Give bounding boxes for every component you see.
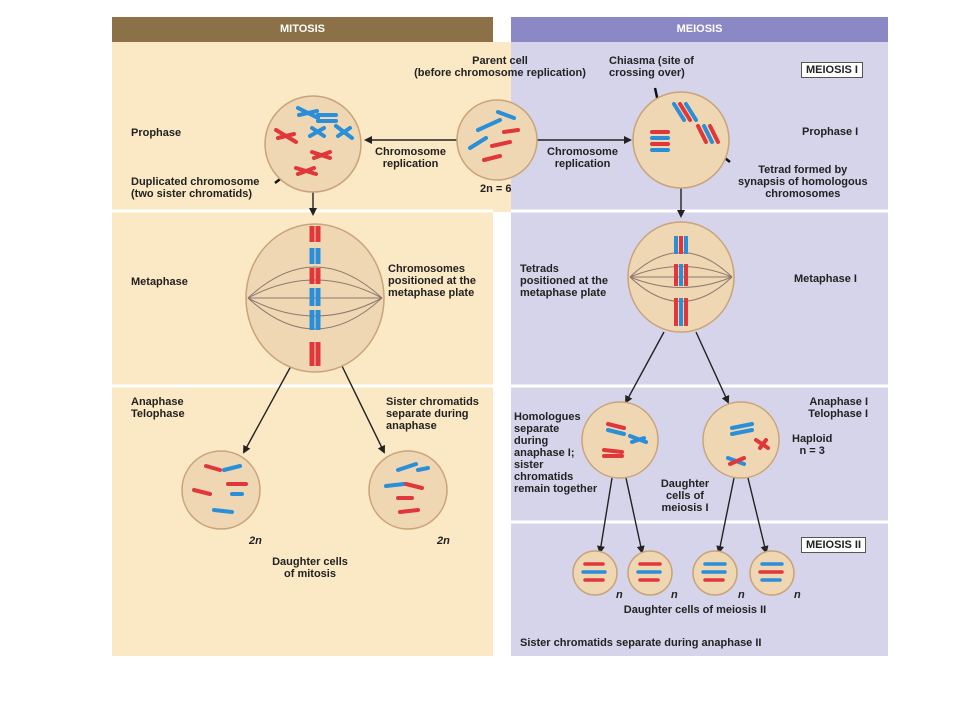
meiosis-header-bar bbox=[511, 17, 888, 42]
meiosis-metaphase-note: Tetrads positioned at the metaphase plat… bbox=[520, 263, 608, 299]
mitosis-daughters-label: Daughter cells of mitosis bbox=[272, 556, 348, 580]
mitosis-ploidy-right: 2n bbox=[437, 535, 450, 547]
meiosis-metaphase-cell bbox=[627, 221, 735, 333]
meiosis2-cell-2 bbox=[627, 550, 673, 596]
mitosis-prophase-label: Prophase bbox=[131, 127, 182, 139]
meiosis1-daughters-label: Daughter cells of meiosis I bbox=[660, 478, 710, 514]
meiosis2-n-label-1: n bbox=[616, 589, 623, 601]
meiosis1-daughter-cell-left bbox=[581, 401, 659, 479]
mitosis-header: MITOSIS bbox=[279, 23, 326, 35]
sister-chromatids-note: Sister chromatids separate during anapha… bbox=[520, 637, 762, 649]
meiosis2-cell-3 bbox=[692, 550, 738, 596]
meiosis2-cell-1 bbox=[572, 550, 618, 596]
replication-right-label: Chromosome replication bbox=[547, 146, 618, 170]
mitosis-header-bar bbox=[112, 17, 493, 42]
meiosis2-daughters-label: Daughter cells of meiosis II bbox=[623, 604, 767, 616]
mitosis-ploidy-left: 2n bbox=[249, 535, 262, 547]
meiosis2-n-label-2: n bbox=[671, 589, 678, 601]
flow-arrows bbox=[243, 136, 769, 554]
meiosis1-daughter-cell-right bbox=[702, 401, 780, 479]
mitosis-anaphase-note: Sister chromatids separate during anapha… bbox=[386, 396, 479, 432]
meiosis-2-tag: MEIOSIS II bbox=[801, 537, 867, 553]
meiosis-prophase-cell bbox=[632, 91, 730, 189]
parent-cell bbox=[456, 99, 538, 181]
meiosis-prophase-label: Prophase I bbox=[802, 126, 859, 138]
mitosis-anaphase-label: Anaphase Telophase bbox=[131, 396, 185, 420]
mitosis-metaphase-label: Metaphase bbox=[131, 276, 188, 288]
mitosis-daughter-cell-left bbox=[181, 450, 261, 530]
mitosis-prophase-cell bbox=[264, 95, 362, 193]
meiosis2-cell-4 bbox=[749, 550, 795, 596]
meiosis-metaphase-label: Metaphase I bbox=[794, 273, 857, 285]
meiosis-1-tag: MEIOSIS I bbox=[801, 62, 863, 78]
duplicated-chromosome-label: Duplicated chromosome (two sister chroma… bbox=[131, 176, 260, 200]
mitosis-metaphase-cell bbox=[245, 223, 385, 373]
parent-cell-label: Parent cell (before chromosome replicati… bbox=[414, 55, 586, 79]
homologues-note: Homologues separate during anaphase I; s… bbox=[514, 411, 598, 495]
tetrad-label: Tetrad formed by synapsis of homologous … bbox=[738, 164, 868, 200]
replication-left-label: Chromosome replication bbox=[375, 146, 446, 170]
mitosis-daughter-cell-right bbox=[368, 450, 448, 530]
section-dividers bbox=[112, 209, 888, 524]
chiasma-label: Chiasma (site of crossing over) bbox=[609, 55, 694, 79]
meiosis-header: MEIOSIS bbox=[676, 23, 723, 35]
meiosis2-n-label-3: n bbox=[738, 589, 745, 601]
parent-ploidy-label: 2n = 6 bbox=[480, 183, 512, 195]
meiosis-anaphase-label: Anaphase I Telophase I bbox=[808, 396, 868, 420]
meiosis2-n-label-4: n bbox=[794, 589, 801, 601]
haploid-label: Haploid n = 3 bbox=[792, 433, 833, 457]
meiosis2-daughter-cells bbox=[572, 550, 795, 596]
mitosis-metaphase-note: Chromosomes positioned at the metaphase … bbox=[388, 263, 476, 299]
